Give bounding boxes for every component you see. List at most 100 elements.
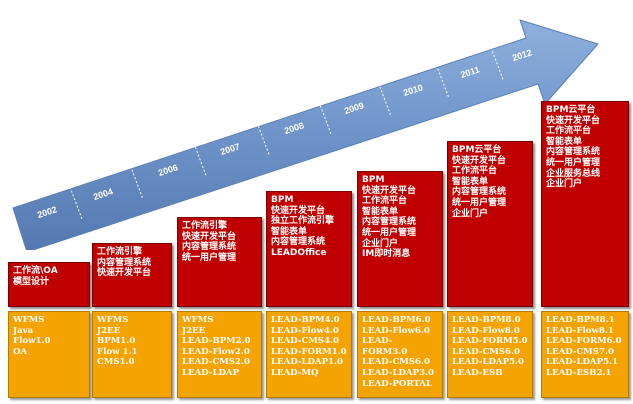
product-item: LEAD-BPM8.1 bbox=[546, 315, 615, 325]
feature-box: BPM云平台快速开发平台工作流平台智能表单内容管理系统统一用户管理企业门户 bbox=[447, 141, 533, 307]
feature-item: 智能表单 bbox=[452, 176, 489, 187]
product-item: LEAD-CMS7.0 bbox=[546, 346, 614, 357]
product-item: Java bbox=[13, 325, 34, 336]
product-item: CMS1.0 bbox=[97, 357, 135, 368]
feature-item: 智能表单 bbox=[362, 206, 399, 217]
product-item: LEAD-CMS6.0 bbox=[362, 357, 430, 368]
product-item: Flow1.0 bbox=[13, 336, 51, 347]
product-item: LEAD-FORM5.0 bbox=[452, 336, 528, 347]
product-item: LEAD-ESB bbox=[452, 367, 503, 378]
feature-item: 内容管理系统 bbox=[182, 242, 237, 253]
year-separator bbox=[318, 101, 332, 135]
product-item: LEAD-LDAP bbox=[182, 367, 240, 378]
year-separator bbox=[436, 64, 449, 98]
year-separator bbox=[378, 82, 391, 116]
feature-item: 内容管理系统 bbox=[452, 187, 507, 198]
feature-item: 工作流\OA bbox=[13, 266, 58, 276]
product-item: J2EE bbox=[97, 325, 121, 336]
feature-item: 工作流平台 bbox=[546, 126, 592, 137]
feature-item: BPM bbox=[271, 195, 294, 205]
feature-item: 企业门户 bbox=[362, 238, 399, 249]
product-item: FORM3.0 bbox=[362, 346, 408, 357]
feature-item: 快速开发平台 bbox=[182, 231, 237, 242]
feature-item: 智能表单 bbox=[546, 136, 583, 147]
feature-item: 快速开发平台 bbox=[362, 185, 417, 196]
product-item: LEAD-BPM6.0 bbox=[362, 315, 431, 325]
product-item: LEAD- bbox=[362, 336, 393, 347]
feature-item: 快速开发平台 bbox=[546, 115, 601, 126]
feature-item: 快速开发平台 bbox=[452, 155, 507, 166]
feature-box: 工作流引擎内容管理系统快速开发平台 bbox=[92, 243, 172, 307]
product-item: LEAD-LDAP3.0 bbox=[362, 367, 435, 378]
feature-item: 内容管理系统 bbox=[271, 237, 326, 248]
product-item: LEAD-CMS4.0 bbox=[271, 336, 339, 347]
product-item: LEAD-Flow6.0 bbox=[362, 325, 430, 336]
product-item: LEAD-CMS6.0 bbox=[452, 346, 520, 357]
feature-item: 内容管理系统 bbox=[362, 217, 417, 228]
feature-item: 企业服务总线 bbox=[546, 168, 601, 179]
product-item: LEAD-PORTAL bbox=[362, 378, 433, 389]
feature-item: 内容管理系统 bbox=[546, 147, 601, 158]
product-item: LEAD-Flow4.0 bbox=[271, 325, 339, 336]
feature-item: BPM bbox=[362, 175, 385, 185]
product-item: LEAD-LDAP1.0 bbox=[271, 357, 344, 368]
product-item: LEAD-Flow8.0 bbox=[452, 325, 520, 336]
year-separator bbox=[256, 122, 270, 155]
product-item: LEAD-FORM1.0 bbox=[271, 346, 347, 357]
feature-item: 快速开发平台 bbox=[97, 268, 152, 279]
product-item: LEAD-MQ bbox=[271, 367, 319, 378]
product-item: LEAD-ESB2.1 bbox=[546, 367, 612, 378]
product-item: LEAD-Flow2.0 bbox=[182, 346, 250, 357]
feature-item: 模型设计 bbox=[13, 276, 50, 287]
arrow-body bbox=[12, 19, 599, 250]
feature-item: 统一用户管理 bbox=[452, 197, 507, 208]
product-item: LEAD-LDAP5.0 bbox=[452, 357, 525, 368]
year-separator bbox=[69, 186, 83, 220]
feature-item: IM即时消息 bbox=[362, 249, 411, 260]
feature-item: 快速开发平台 bbox=[271, 205, 326, 216]
feature-item: 独立工作流引擎 bbox=[271, 216, 335, 227]
product-item: WFMS bbox=[97, 315, 129, 325]
feature-item: LEADOffice bbox=[271, 247, 327, 258]
product-item: OA bbox=[13, 346, 28, 357]
product-item: LEAD-FORM6.0 bbox=[546, 336, 622, 347]
feature-item: 工作流引擎 bbox=[182, 221, 228, 231]
feature-item: 工作流平台 bbox=[452, 166, 498, 177]
product-item: Flow 1.1 bbox=[97, 346, 138, 357]
product-item: LEAD-BPM4.0 bbox=[271, 315, 340, 325]
product-item: WFMS bbox=[13, 315, 45, 325]
product-item: LEAD-BPM2.0 bbox=[182, 336, 251, 347]
feature-item: 统一用户管理 bbox=[546, 157, 601, 168]
feature-item: 智能表单 bbox=[271, 226, 308, 237]
feature-box: 工作流引擎快速开发平台内容管理系统统一用户管理 bbox=[177, 217, 262, 307]
feature-item: BPM云平台 bbox=[546, 105, 596, 115]
feature-item: 企业门户 bbox=[452, 208, 489, 219]
feature-item: 统一用户管理 bbox=[182, 252, 237, 263]
product-item: LEAD-Flow8.1 bbox=[546, 325, 614, 336]
feature-item: 工作流引擎 bbox=[97, 247, 143, 257]
year-separator bbox=[193, 143, 207, 176]
feature-box: BPM云平台快速开发平台工作流平台智能表单内容管理系统统一用户管理企业服务总线企… bbox=[541, 101, 629, 307]
feature-item: 内容管理系统 bbox=[97, 257, 152, 268]
feature-item: 统一用户管理 bbox=[362, 227, 417, 238]
product-item: LEAD-LDAP5.1 bbox=[546, 357, 619, 368]
product-item: J2EE bbox=[182, 325, 206, 336]
feature-item: BPM云平台 bbox=[452, 145, 502, 155]
year-separator bbox=[490, 47, 504, 80]
product-item: LEAD-CMS2.0 bbox=[182, 357, 250, 368]
product-item: WFMS bbox=[182, 315, 214, 325]
product-item: BPM1.0 bbox=[97, 336, 136, 347]
year-separator bbox=[130, 165, 143, 199]
product-item: LEAD-BPM8.0 bbox=[452, 315, 521, 325]
